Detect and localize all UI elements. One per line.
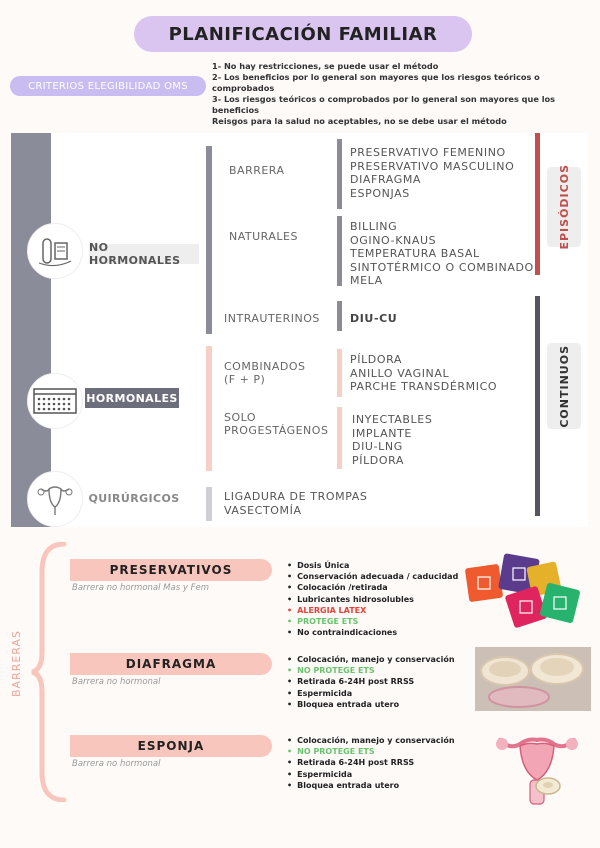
intrauterino-item: DIU-CU — [350, 312, 398, 325]
quirurgico-group-line — [206, 487, 212, 521]
list-item: OGINO-KNAUS — [350, 233, 437, 247]
list-item: BILLING — [350, 220, 398, 233]
calendar-icon — [33, 388, 77, 414]
diaphragm-image — [475, 647, 591, 711]
continuos-tag: CONTINUOS — [547, 343, 581, 429]
test-tube-icon — [38, 238, 72, 267]
episodicos-label: EPISÓDICOS — [557, 164, 571, 250]
esponja-bullets: Colocación, manejo y conservación NO PRO… — [287, 735, 455, 791]
bullet-item: Colocación, manejo y conservación — [287, 654, 454, 665]
method-subtitle: Barrera no hormonal — [72, 677, 161, 687]
list-item: ESPONJAS — [350, 186, 410, 200]
list-item: VASECTOMÍA — [224, 503, 302, 517]
quirurgicos-items: LIGADURA DE TROMPAS VASECTOMÍA — [224, 490, 367, 517]
list-item: PÍLDORA — [350, 353, 403, 366]
method-preservativos: PRESERVATIVOS — [70, 559, 272, 581]
naturales-items-line — [337, 216, 342, 286]
quirurgico-circle — [27, 471, 83, 527]
bullet-item: Colocación, manejo y conservación — [287, 735, 454, 746]
solo-items-line — [337, 407, 342, 469]
method-esponja: ESPONJA — [70, 735, 272, 757]
method-subtitle: Barrera no hormonal Mas y Fem — [72, 583, 209, 593]
quirurgicos-label: QUIRÚRGICOS — [88, 491, 180, 505]
hormonales-label: HORMONALES — [85, 388, 179, 408]
uterus-sponge-image — [496, 737, 578, 805]
bullet-item: Retirada 6-24H post RRSS — [287, 757, 455, 768]
bullet-item: Espermicida — [287, 688, 455, 699]
barrera-items-line — [337, 139, 342, 209]
list-item: IMPLANTE — [352, 426, 412, 440]
no-hormonales-label: NO HORMONALES — [89, 241, 199, 267]
bullet-item: Dosis Única — [287, 560, 458, 571]
intrauterino-items-line — [337, 301, 342, 331]
criteria-line: 3- Los riesgos teóricos o comprobados po… — [212, 94, 556, 115]
combinados-items: PÍLDORA ANILLO VAGINAL PARCHE TRANSDÉRMI… — [350, 353, 497, 394]
no-hormonal-circle — [27, 223, 83, 279]
list-item: DIAFRAGMA — [350, 173, 422, 186]
group-combinados: COMBINADOS (F + P) — [224, 360, 305, 386]
list-item: TEMPERATURA BASAL — [350, 247, 480, 260]
list-item: MELA — [350, 274, 383, 287]
bullet-item: ALERGIA LATEX — [287, 605, 458, 616]
combinados-sublabel: (F + P) — [224, 373, 266, 386]
bullet-item: Bloquea entrada utero — [287, 699, 455, 710]
list-item: SINTOTÉRMICO O COMBINADO — [350, 260, 534, 274]
list-item: ANILLO VAGINAL — [350, 366, 450, 380]
bullet-item: Conservación adecuada / caducidad — [287, 571, 458, 582]
criteria-label: CRITERIOS ELEGIBILIDAD OMS — [10, 76, 206, 96]
method-diafragma: DIAFRAGMA — [70, 653, 272, 675]
solo-items: INYECTABLES IMPLANTE DIU-LNG PÍLDORA — [352, 413, 432, 467]
bullet-item: NO PROTEGE ETS — [287, 746, 455, 757]
barrera-items: PRESERVATIVO FEMENINO PRESERVATIVO MASCU… — [350, 146, 514, 200]
list-item: LIGADURA DE TROMPAS — [224, 490, 368, 503]
method-subtitle: Barrera no hormonal — [72, 759, 161, 769]
criteria-line: 2- Los beneficios por lo general son may… — [212, 72, 540, 93]
barreras-brace — [31, 542, 67, 802]
methods-overview: NO HORMONALES HORMONALES QUIRÚRGICOS BAR… — [11, 133, 588, 527]
hormonal-circle — [27, 373, 83, 429]
combinados-label: COMBINADOS — [224, 360, 306, 373]
list-item: INYECTABLES — [352, 413, 433, 426]
uterus-icon — [37, 486, 73, 515]
barreras-label: BARRERAS — [10, 630, 23, 698]
episodicos-bar — [535, 133, 540, 275]
bullet-item: Lubricantes hidrosolubles — [287, 594, 458, 605]
continuos-label: CONTINUOS — [557, 344, 571, 428]
bullet-item: Retirada 6-24H post RRSS — [287, 676, 455, 687]
condom-packets-image — [465, 553, 580, 628]
preservativos-bullets: Dosis Única Conservación adecuada / cadu… — [287, 560, 458, 638]
bullet-item: NO PROTEGE ETS — [287, 665, 455, 676]
hormonal-group-line — [206, 346, 212, 471]
list-item: PARCHE TRANSDÉRMICO — [350, 380, 498, 393]
group-naturales: NATURALES — [229, 230, 298, 243]
bullet-item: Colocación /retirada — [287, 582, 458, 593]
bullet-item: Bloquea entrada utero — [287, 780, 455, 791]
list-item: PRESERVATIVO MASCULINO — [350, 159, 515, 173]
bullet-item: No contraindicaciones — [287, 627, 458, 638]
combinados-items-line — [337, 349, 342, 397]
bullet-item: PROTEGE ETS — [287, 616, 458, 627]
list-item: PÍLDORA — [352, 453, 405, 467]
page-title: PLANIFICACIÓN FAMILIAR — [134, 16, 472, 52]
continuos-bar — [535, 296, 540, 516]
group-progestagenos: SOLO PROGESTÁGENOS — [224, 411, 328, 437]
diafragma-bullets: Colocación, manejo y conservación NO PRO… — [287, 654, 455, 710]
criteria-line: 1- No hay restricciones, se puede usar e… — [212, 61, 439, 71]
criteria-line: Reisgos para la salud no aceptables, no … — [212, 116, 507, 126]
overview-side-bar — [11, 133, 51, 527]
no-hormonal-group-line — [206, 146, 212, 334]
episodicos-tag: EPISÓDICOS — [547, 164, 581, 250]
list-item: DIU-LNG — [352, 440, 403, 453]
naturales-items: BILLING OGINO-KNAUS TEMPERATURA BASAL SI… — [350, 220, 534, 288]
list-item: PRESERVATIVO FEMENINO — [350, 146, 506, 159]
solo-label: SOLO — [224, 411, 257, 424]
group-intrauterinos: INTRAUTERINOS — [224, 312, 320, 325]
criteria-list: 1- No hay restricciones, se puede usar e… — [212, 61, 600, 127]
progestagenos-label: PROGESTÁGENOS — [224, 424, 329, 437]
group-barrera: BARRERA — [229, 164, 285, 177]
bullet-item: Espermicida — [287, 769, 455, 780]
